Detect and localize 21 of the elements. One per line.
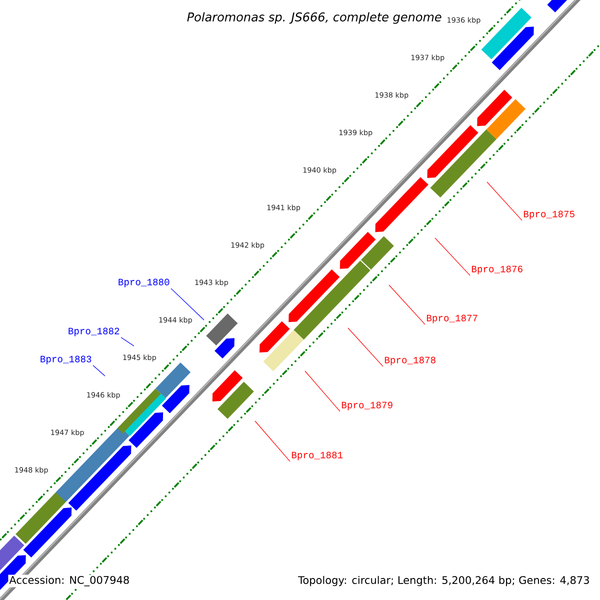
leader-line [304,370,340,412]
leader-line [388,284,426,325]
footer-text: Topology: circular; Length: 5,200,264 bp; Genes: 4,873 [297,574,591,588]
gene-label: Bpro_1881 [292,452,343,460]
gene-label: Bpro_1875 [524,210,574,220]
gene-label: Bpro_1879 [342,402,392,410]
gene-label: Bpro_1880 [118,278,170,288]
gene-label: Bpro_1877 [426,314,478,324]
gene-label: Bpro_1883 [40,356,92,364]
title: Polaromonas sp. JS666, complete genome [186,11,443,25]
leader-line [486,182,522,221]
gene-label: Bpro_1876 [472,266,522,274]
leader-line [120,337,134,346]
footer-text: Accession: NC_007948 [8,574,131,588]
leader-line [348,328,384,367]
leader-line [254,420,290,462]
gene-label: Bpro_1882 [68,328,120,336]
leader-line [170,288,204,320]
leader-line [92,365,106,376]
leader-line [434,238,470,276]
gene-label: Bpro_1878 [384,356,436,366]
